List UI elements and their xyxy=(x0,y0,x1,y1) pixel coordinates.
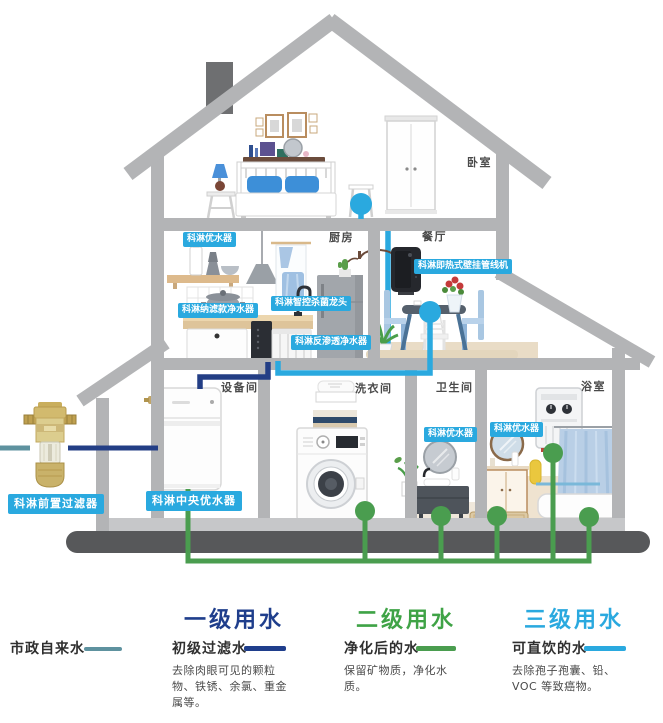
sterilizing-faucet xyxy=(296,285,312,315)
label-kitchen-optimizer: 科淋优水器 xyxy=(183,232,237,248)
upper-right-wall xyxy=(496,148,509,280)
legend-level2-desc: 保留矿物质，净化水质。 xyxy=(344,664,448,693)
room-label-laundry: 洗衣间 xyxy=(355,382,393,395)
wardrobe xyxy=(384,115,438,214)
round-mirror xyxy=(283,138,303,158)
room-label-dining: 餐厅 xyxy=(422,230,447,243)
node-dining xyxy=(419,301,441,323)
room-label-bathroom: 浴室 xyxy=(581,380,606,393)
room-label-toilet: 卫生间 xyxy=(436,381,474,394)
room-label-bedroom: 卧室 xyxy=(467,156,492,169)
bedroom-furniture xyxy=(206,112,438,221)
pipe-level3-run xyxy=(275,322,433,376)
legend-source-label: 市政自来水 xyxy=(10,641,85,657)
legend-level1-title: 一级用水 xyxy=(184,608,285,633)
roof-left xyxy=(123,13,339,181)
label-pipeline-machine: 科淋即热式壁挂管线机 xyxy=(414,259,513,275)
pipe-level1-feed xyxy=(197,362,271,389)
right-wall xyxy=(612,348,625,518)
attic-floor xyxy=(151,218,509,231)
pipe-level2-main xyxy=(185,489,592,564)
towel xyxy=(529,459,542,485)
house-structure xyxy=(66,13,656,553)
toilet-furniture xyxy=(394,440,469,521)
kitchen-dining-wall xyxy=(368,231,380,358)
wall-equipment-laundry xyxy=(258,370,270,518)
node-laundry xyxy=(355,501,375,521)
laundry-furniture xyxy=(296,380,368,521)
moka-pot xyxy=(206,262,220,275)
node-shower xyxy=(579,507,599,527)
label-prefilter: 科淋前置过滤器 xyxy=(8,494,104,514)
node-heater xyxy=(543,443,563,463)
bed xyxy=(235,161,337,221)
room-label-kitchen: 厨房 xyxy=(329,231,354,244)
legend-line-level1 xyxy=(244,646,286,651)
legend-level2-title: 二级用水 xyxy=(356,608,457,633)
legend-level1-subtitle: 初级过滤水 xyxy=(172,641,247,657)
legend-level2-subtitle: 净化后的水 xyxy=(344,641,419,657)
legend-level3-subtitle: 可直饮的水 xyxy=(512,641,587,657)
legend-line-level2 xyxy=(416,646,456,651)
bedside-lamp xyxy=(206,164,236,219)
washing-machine xyxy=(296,427,368,521)
node-vanity xyxy=(487,506,507,526)
label-ro-purifier: 科淋反渗透净水器 xyxy=(291,335,372,351)
rug xyxy=(366,350,518,359)
wall-toilet-bathroom xyxy=(475,370,487,518)
label-sterilizing-faucet: 科淋智控杀菌龙头 xyxy=(271,296,352,312)
legend-line-level3 xyxy=(584,646,626,651)
legend-level3-desc: 去除孢子孢囊、铅、VOC 等致癌物。 xyxy=(512,664,616,693)
roof-lower-right xyxy=(494,266,656,368)
legend-line-municipal xyxy=(84,647,122,651)
roof-right xyxy=(325,14,552,189)
legend-level3-title: 三级用水 xyxy=(524,608,625,633)
pendant-lamp xyxy=(246,264,278,284)
label-nanofiltration-purifier: 科淋纳滤款净水器 xyxy=(178,303,259,319)
bathroom-furniture xyxy=(469,387,625,526)
foundation xyxy=(66,531,650,553)
shower xyxy=(536,426,625,519)
second-floor xyxy=(151,358,640,370)
node-bedroom xyxy=(350,193,372,215)
flower-vase xyxy=(442,276,464,313)
label-bathroom-optimizer: 科淋优水器 xyxy=(490,422,544,438)
prefilter-device xyxy=(23,402,77,488)
label-central-purifier: 科淋中央优水器 xyxy=(146,491,242,511)
roof-lower-left xyxy=(76,337,170,407)
wall-laundry-toilet xyxy=(405,370,417,518)
pipeline-machine-device xyxy=(391,247,421,295)
legend-level1-desc: 去除肉眼可见的颗粒物、铁锈、余氯、重金属等。 xyxy=(172,664,287,709)
water-pipes xyxy=(0,193,599,564)
dining-furniture xyxy=(347,231,518,359)
room-label-equipment: 设备间 xyxy=(221,381,259,394)
label-toilet-optimizer: 科淋优水器 xyxy=(424,427,478,443)
node-toilet xyxy=(431,506,451,526)
